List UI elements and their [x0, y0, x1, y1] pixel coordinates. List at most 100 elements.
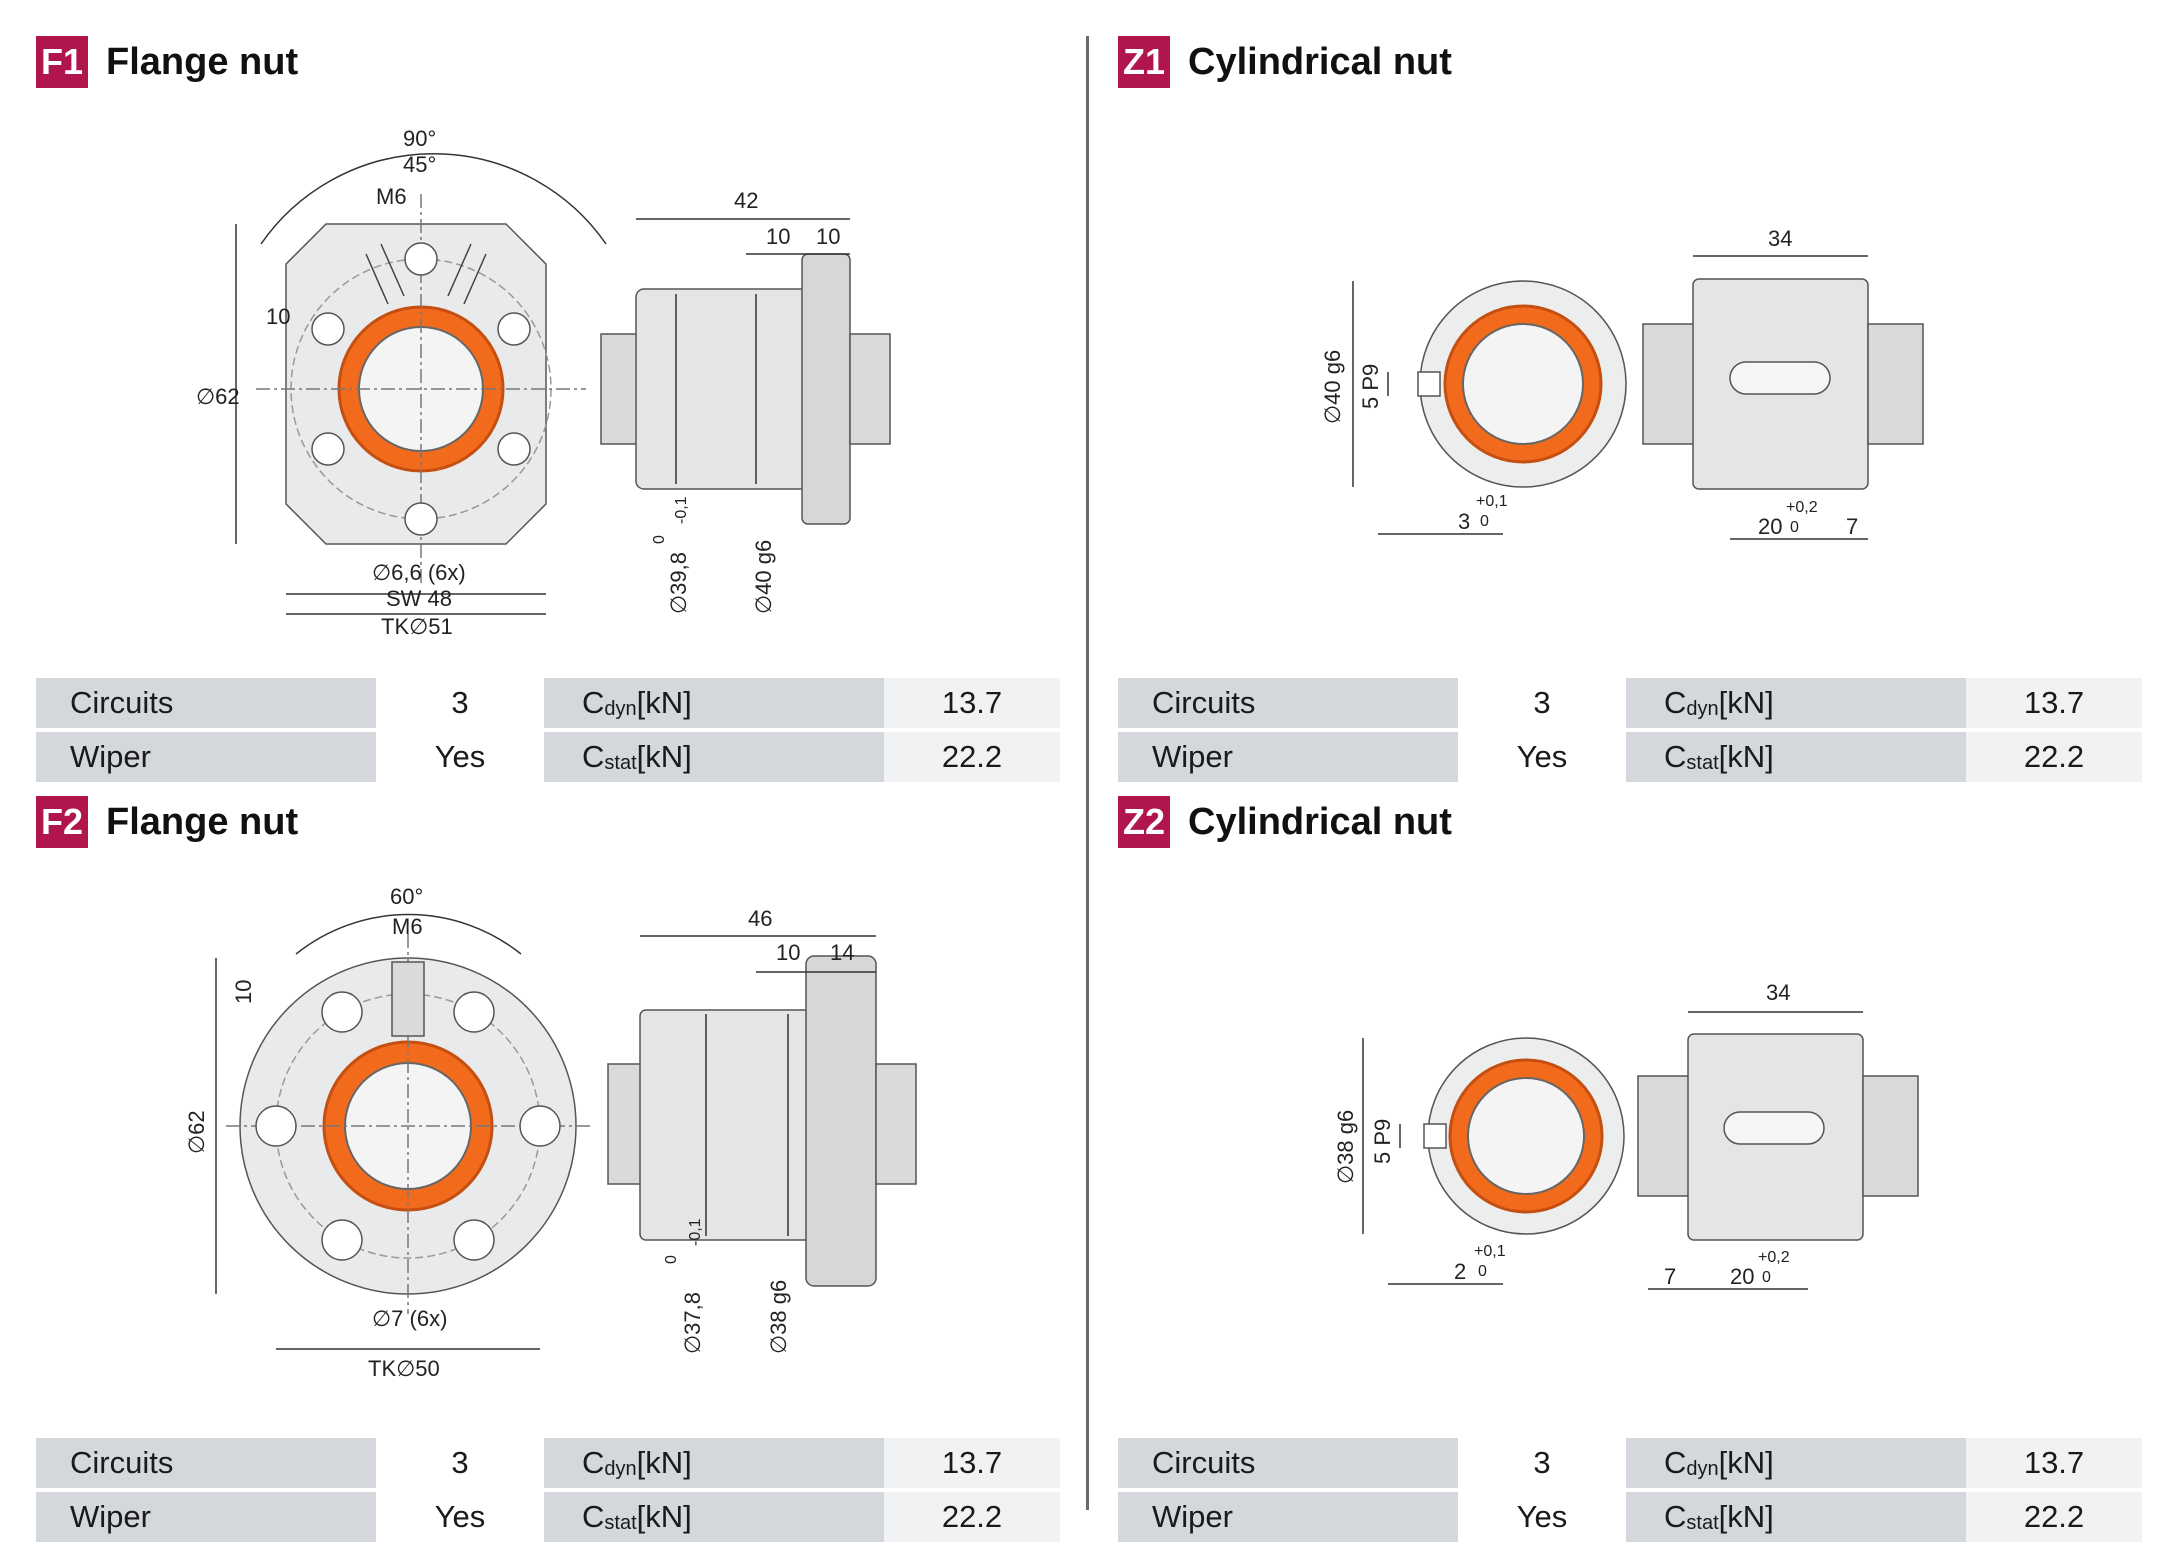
cstat-main: C — [582, 1499, 605, 1534]
dim-length: 46 — [748, 906, 772, 931]
cdyn-value: 13.7 — [1966, 678, 2142, 728]
panel-title: Flange nut — [106, 800, 299, 843]
cdyn-main: C — [1664, 1445, 1687, 1480]
code-badge: F2 — [36, 796, 88, 848]
wiper-label: Wiper — [36, 1492, 376, 1542]
flange-nut-drawing: 60° M6 10 ∅62 ∅7 (6x) TK∅50 46 10 14 ∅37… — [184, 884, 917, 1381]
cstat-unit: [kN] — [1718, 1499, 1774, 1534]
cdyn-sub: dyn — [604, 1457, 637, 1480]
dim-slot-tol-upper: +0,2 — [1786, 499, 1818, 516]
dim-seg-b: 14 — [830, 940, 854, 965]
dim-length: 34 — [1766, 980, 1790, 1005]
code-badge: Z1 — [1118, 36, 1170, 88]
technical-drawing: 60° M6 10 ∅62 ∅7 (6x) TK∅50 46 10 14 ∅37… — [36, 864, 1060, 1424]
cstat-value: 22.2 — [884, 1492, 1060, 1542]
front-view — [235, 153, 607, 615]
dim-holes: ∅7 (6x) — [372, 1306, 447, 1331]
dim-body-diameter: ∅39,8 — [666, 552, 691, 614]
side-view — [600, 218, 891, 525]
technical-drawing: ∅38 g6 5 P9 2 +0,1 0 34 7 20 +0,2 0 — [1118, 864, 2142, 1424]
hole — [311, 312, 345, 346]
panel-z1: Z1 Cylindrical nut ∅40 g6 5 P9 3 +0,1 0 — [1118, 34, 2142, 782]
dim-diameter: ∅62 — [196, 384, 240, 409]
dim-key-depth-tol-upper: +0,1 — [1474, 1243, 1506, 1260]
wiper-value: Yes — [376, 1492, 544, 1542]
dim-key: 5 P9 — [1370, 1119, 1395, 1164]
cdyn-value: 13.7 — [884, 1438, 1060, 1488]
dim-angle-small: 45° — [403, 152, 436, 177]
hole — [311, 432, 345, 466]
wiper-label: Wiper — [1118, 1492, 1458, 1542]
screw-left — [1637, 1075, 1694, 1197]
panel-title: Cylindrical nut — [1188, 800, 1452, 843]
dim-body-tol-lower: -0,1 — [687, 1218, 704, 1246]
panel-f2: F2 Flange nut 60° — [36, 794, 1060, 1542]
hole — [519, 1105, 561, 1147]
hole — [321, 1219, 363, 1261]
dim-length: 34 — [1768, 226, 1792, 251]
cstat-sub: stat — [604, 751, 637, 774]
cylindrical-nut-drawing: ∅40 g6 5 P9 3 +0,1 0 34 20 +0,2 0 7 — [1320, 226, 1924, 540]
panel-z2: Z2 Cylindrical nut ∅38 g6 5 P9 2 +0,1 0 — [1118, 794, 2142, 1542]
circuits-value: 3 — [376, 678, 544, 728]
front-view — [1352, 280, 1627, 535]
cstat-main: C — [1664, 739, 1687, 774]
circuits-value: 3 — [1458, 1438, 1626, 1488]
panel-f1: F1 Flange nut — [36, 34, 1060, 782]
cstat-value: 22.2 — [1966, 1492, 2142, 1542]
dim-fit-diameter: ∅38 g6 — [766, 1280, 791, 1354]
cstat-main: C — [1664, 1499, 1687, 1534]
dim-seg-a: 10 — [776, 940, 800, 965]
cstat-unit: [kN] — [636, 739, 692, 774]
dim-key-depth: 2 — [1454, 1259, 1466, 1284]
key-slot — [1417, 371, 1441, 397]
dim-slot-tol-lower: 0 — [1762, 1269, 1771, 1286]
circuits-label: Circuits — [1118, 1438, 1458, 1488]
side-view — [1642, 255, 1924, 540]
circuits-label: Circuits — [36, 678, 376, 728]
dim-seg-a: 10 — [766, 224, 790, 249]
hole — [255, 1105, 297, 1147]
cstat-sub: stat — [604, 1511, 637, 1534]
cstat-sub: stat — [1686, 751, 1719, 774]
cdyn-value: 13.7 — [884, 678, 1060, 728]
thread-bore — [391, 961, 425, 1037]
dim-thread-depth: 10 — [266, 304, 290, 329]
technical-drawing: 90° 45° M6 10 ∅62 ∅6,6 (6x) SW 48 TK∅51 … — [36, 104, 1060, 664]
panel-header: Z2 Cylindrical nut — [1118, 794, 1452, 850]
dim-thread: M6 — [392, 914, 423, 939]
panel-header: F1 Flange nut — [36, 34, 298, 90]
dim-key-depth: 3 — [1458, 509, 1470, 534]
cdyn-unit: [kN] — [636, 1445, 692, 1480]
screw-right — [1862, 1075, 1919, 1197]
dim-diameter: ∅38 g6 — [1333, 1110, 1358, 1184]
code-badge: Z2 — [1118, 796, 1170, 848]
cstat-value: 22.2 — [1966, 732, 2142, 782]
dim-pitch-circle: TK∅51 — [381, 614, 453, 639]
dim-key-depth-tol-lower: 0 — [1480, 513, 1489, 530]
panel-header: Z1 Cylindrical nut — [1118, 34, 1452, 90]
front-view — [1362, 1037, 1625, 1285]
dim-body-diameter: ∅37,8 — [680, 1292, 705, 1354]
wiper-label: Wiper — [1118, 732, 1458, 782]
panel-title: Cylindrical nut — [1188, 40, 1452, 83]
hole — [497, 312, 531, 346]
cdyn-sub: dyn — [604, 697, 637, 720]
dim-angle-large: 90° — [403, 126, 436, 151]
panel-title: Flange nut — [106, 40, 299, 83]
dim-slot-tol-upper: +0,2 — [1758, 1249, 1790, 1266]
hole — [404, 502, 438, 536]
